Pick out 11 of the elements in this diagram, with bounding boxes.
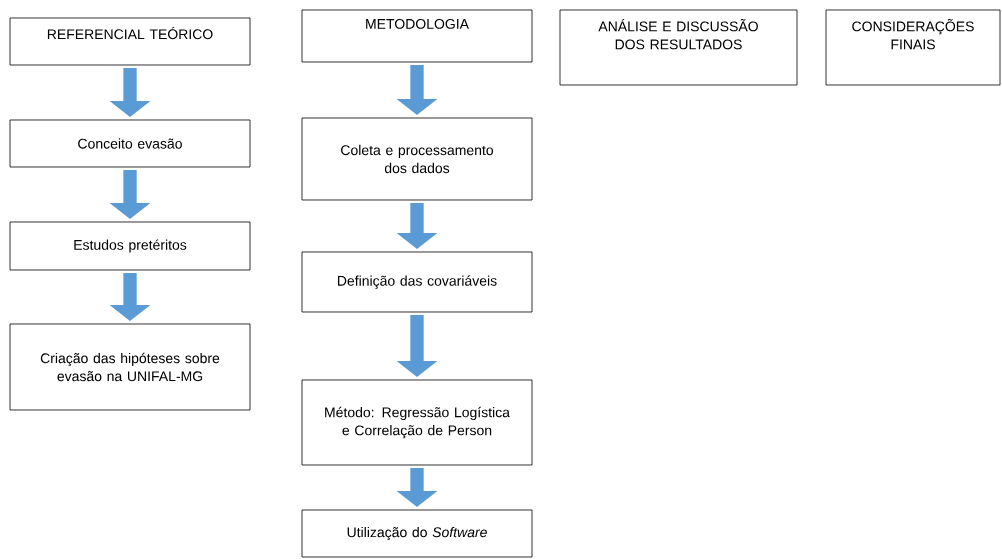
step-box: Utilização do Software — [301, 509, 533, 558]
heading-box: METODOLOGIA — [301, 9, 533, 63]
step-box: Coleta e processamento dos dados — [301, 117, 533, 201]
heading-box: REFERENCIAL TEÓRICO — [9, 17, 251, 66]
step-box: Conceito evasão — [9, 119, 251, 168]
heading-box: CONSIDERAÇÕES FINAIS — [825, 9, 1001, 86]
step-box: Definição das covariáveis — [301, 251, 533, 313]
step-box: Estudos pretéritos — [9, 221, 251, 271]
heading-box: ANÁLISE E DISCUSSÃO DOS RESULTADOS — [559, 9, 798, 86]
step-box: Método: Regressão Logística e Correlação de Person — [301, 379, 533, 466]
step-box: Criação das hipóteses sobre evasão na UNIFAL-MG — [9, 323, 251, 411]
